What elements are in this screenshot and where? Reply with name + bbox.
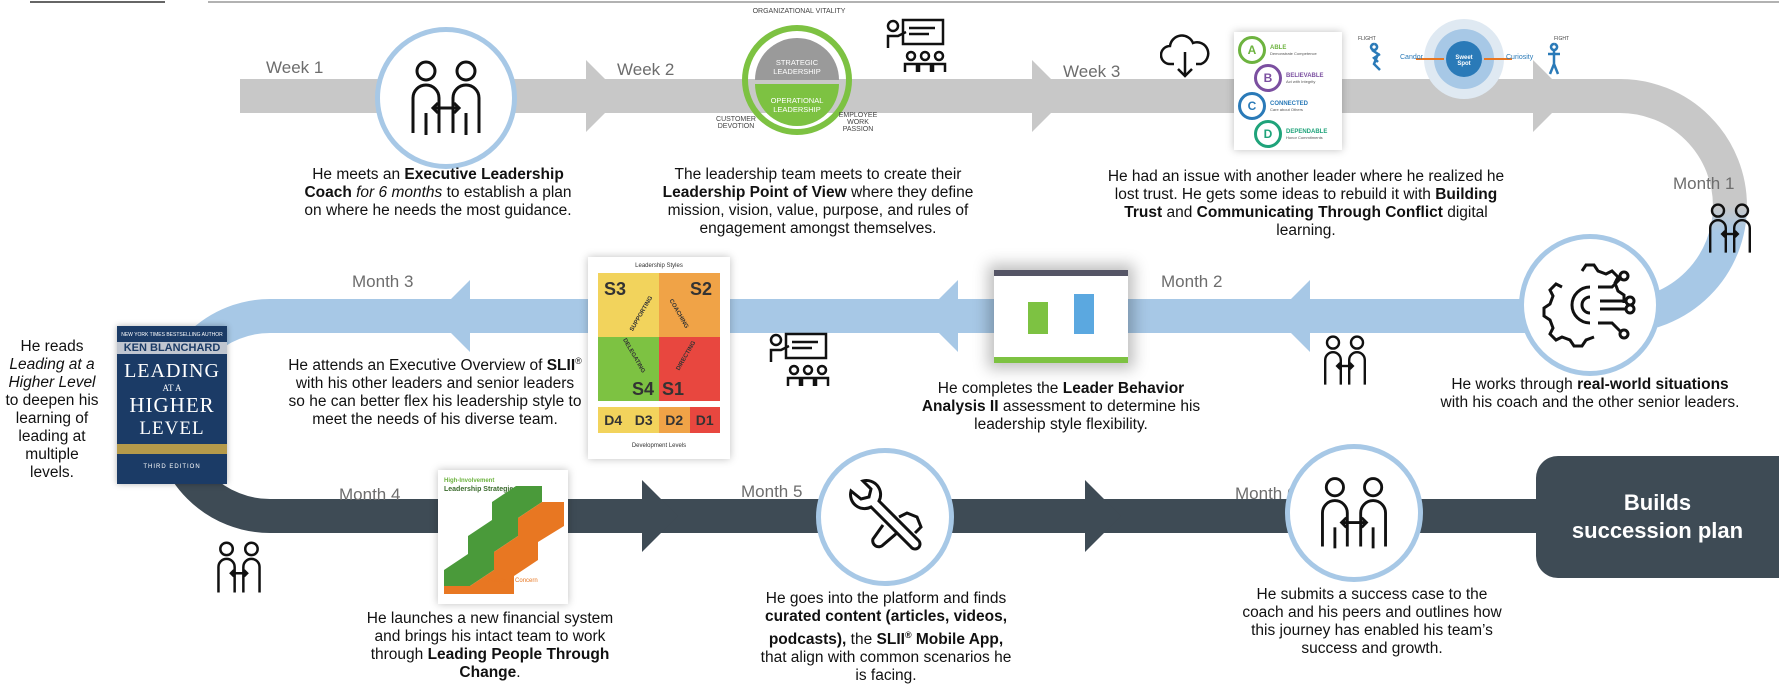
gear-network-icon: [1542, 263, 1636, 348]
book-title-1: LEADING: [124, 360, 220, 382]
label-week2: Week 2: [617, 60, 675, 79]
arrow-week3: [1032, 60, 1068, 132]
book-cover: NEW YORK TIMES BESTSELLING AUTHOR KEN BL…: [117, 326, 227, 484]
d1-label: D1: [689, 407, 720, 433]
cloud-download-icon: [1160, 34, 1210, 78]
model-left-label: CUSTOMER DEVOTION: [716, 116, 756, 130]
s4-label: S4: [632, 379, 655, 399]
model-top-label: ORGANIZATIONAL VITALITY: [752, 8, 846, 15]
s2-label: S2: [690, 279, 713, 299]
caption-week1: He meets an Executive Leadership Coach f…: [304, 166, 572, 219]
label-month2: Month 2: [1161, 272, 1223, 291]
model-strategic-label: STRATEGIC LEADERSHIP: [773, 58, 821, 76]
book-title-2: AT A: [162, 383, 182, 393]
right-bend: [1540, 79, 1747, 333]
presentation-icon: [769, 332, 830, 386]
leadership-model-diagram: ORGANIZATIONAL VITALITY STRATEGIC LEADER…: [715, 8, 880, 140]
fight-label: FIGHT: [1554, 36, 1569, 42]
sweet-spot-label: Sweet Spot: [1455, 55, 1473, 67]
abcd-letter-badge: C: [1238, 92, 1266, 120]
wrench-hand-icon: [849, 479, 923, 551]
dev-levels-label: Development Levels: [631, 443, 687, 449]
caption-month5: He goes into the platform and finds cura…: [760, 590, 1012, 685]
book-title-4: LEVEL: [139, 418, 205, 439]
label-month1: Month 1: [1673, 174, 1735, 193]
arrow-week2: [586, 60, 622, 132]
abcd-word: ABLE: [1270, 44, 1287, 51]
curiosity-label: Curiosity: [1506, 54, 1534, 61]
arrow-month2: [1274, 280, 1310, 352]
abcd-letter-badge: B: [1254, 64, 1282, 92]
caption-month6: He submits a success case to the coach a…: [1242, 586, 1502, 657]
candor-label: Candor: [1400, 54, 1423, 61]
two-people-icon: [411, 60, 481, 135]
caption-month3: He attends an Executive Overview of SLII…: [288, 356, 582, 429]
presentation-icon: [886, 18, 947, 72]
sweet-spot-graphic: Candor Sweet Spot Curiosity FLIGHT FIGHT: [1358, 14, 1570, 104]
coach-people-icon: [1324, 335, 1366, 385]
abcd-sub: Act with Integrity: [1286, 78, 1316, 84]
book-top-text: NEW YORK TIMES BESTSELLING AUTHOR: [121, 332, 223, 338]
slii-model-card: Leadership Styles S3 S2 S4 S1 SUPPORTING…: [588, 257, 730, 459]
d4-label: D4: [598, 407, 629, 433]
abcd-sub: Care about Others: [1270, 106, 1303, 112]
arrow-month6: [1085, 480, 1121, 552]
abcd-letter-badge: D: [1254, 120, 1282, 148]
change-strategies-card: High-Involvement Leadership Strategies S…: [438, 470, 568, 604]
abcd-sub: Demonstrate Competence: [1270, 50, 1317, 56]
s3-label: S3: [604, 279, 627, 299]
success-circle: [1285, 444, 1423, 582]
coach-people-icon: [217, 541, 261, 593]
caption-book: He reads Leading at a Higher Level to de…: [5, 338, 99, 481]
caption-week2: The leadership team meets to create thei…: [662, 166, 974, 237]
arrow-month5: [642, 480, 678, 552]
abcd-word: DEPENDABLE: [1286, 128, 1328, 135]
book-title-3: HIGHER: [129, 393, 215, 417]
book-author: KEN BLANCHARD: [117, 342, 227, 354]
coach-people-icon: [1709, 203, 1751, 253]
d2-label: D2: [659, 407, 690, 433]
flight-label: FLIGHT: [1358, 36, 1376, 42]
abcd-word: BELIEVABLE: [1286, 72, 1324, 79]
change-title-1: High-Involvement: [444, 478, 495, 484]
label-month4: Month 4: [339, 485, 401, 504]
arrow-month2b: [922, 280, 958, 352]
caption-month1: He works through real-world situations w…: [1440, 376, 1740, 411]
caption-month2: He completes the Leader Behavior Analysi…: [921, 380, 1201, 433]
abcd-letter-badge: A: [1238, 36, 1266, 64]
label-month6: Month 6: [1235, 484, 1297, 503]
arrow-month3: [434, 280, 470, 352]
platform-circle: [816, 448, 954, 586]
book-edition: THIRD EDITION: [143, 464, 201, 470]
label-month3: Month 3: [352, 272, 414, 291]
change-title-2: Leadership Strategies: [444, 486, 518, 493]
label-week1: Week 1: [266, 58, 324, 77]
styles-title: Leadership Styles: [635, 263, 683, 269]
model-operational-label: OPERATIONAL LEADERSHIP: [770, 96, 824, 114]
label-week3: Week 3: [1063, 62, 1121, 81]
label-month5: Month 5: [741, 482, 803, 501]
coach-circle: [375, 27, 517, 169]
change-stages-label: Stages of Concern: [488, 578, 538, 584]
abcd-sub: Honor Commitments: [1286, 134, 1323, 140]
s1-label: S1: [662, 379, 685, 399]
lba-assessment-screenshot: [994, 270, 1128, 363]
realworld-circle: [1519, 234, 1661, 376]
model-right-label: EMPLOYEE WORK PASSION: [838, 112, 878, 133]
caption-week3: He had an issue with another leader wher…: [1107, 168, 1505, 239]
two-people-icon: [1321, 477, 1387, 549]
d3-label: D3: [628, 407, 659, 433]
abcd-word: CONNECTED: [1270, 100, 1309, 107]
caption-month4: He launches a new financial system and b…: [366, 610, 614, 681]
